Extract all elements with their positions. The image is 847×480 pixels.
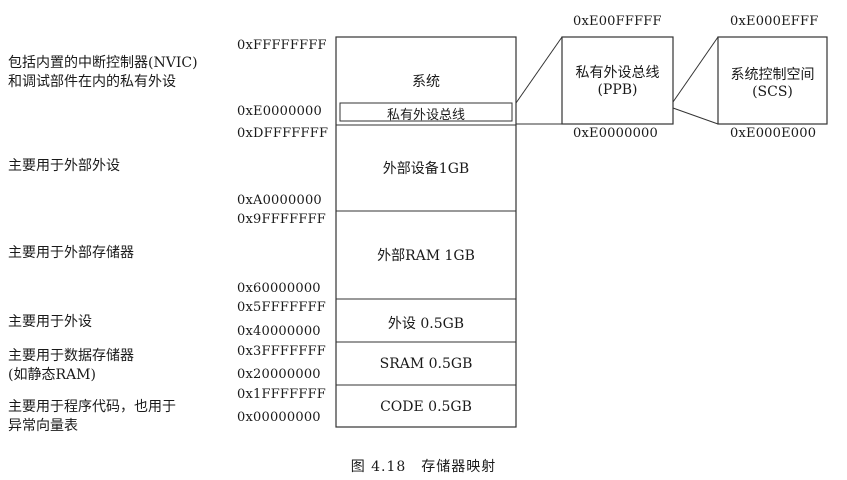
desc-code-line-2: 异常向量表	[8, 418, 78, 434]
addr-1FFFFFFF: 0x1FFFFFFF	[237, 387, 327, 402]
addr-20000000: 0x20000000	[237, 367, 321, 382]
scs-abbr: (SCS)	[752, 84, 793, 100]
addr-00000000: 0x00000000	[237, 410, 321, 425]
desc-sram: 主要用于数据存储器 (如静态RAM)	[8, 347, 134, 385]
private-bus-inner-box	[339, 102, 513, 122]
region-sram-label: SRAM 0.5GB	[379, 356, 473, 372]
desc-system-line-2: 和调试部件在内的私有外设	[8, 74, 176, 90]
desc-sram-line-1: 主要用于数据存储器	[8, 348, 134, 364]
desc-system: 包括内置的中断控制器(NVIC) 和调试部件在内的私有外设	[8, 54, 198, 92]
desc-code-line-1: 主要用于程序代码，也用于	[8, 399, 176, 415]
region-private-bus-label: 私有外设总线	[386, 108, 465, 123]
scs-expand-line-top	[672, 36, 719, 103]
figure-caption: 图 4.18 存储器映射	[350, 459, 497, 475]
ppb-top-addr: 0xE00FFFFF	[573, 14, 662, 29]
region-code-label: CODE 0.5GB	[380, 399, 472, 415]
desc-periph: 主要用于外设	[8, 314, 92, 330]
desc-sram-line-2: (如静态RAM)	[8, 367, 96, 383]
addr-DFFFFFFF: 0xDFFFFFFF	[237, 126, 329, 141]
scs-name: 系统控制空间	[730, 67, 815, 83]
memory-column-outline	[335, 36, 517, 428]
desc-code: 主要用于程序代码，也用于 异常向量表	[8, 398, 176, 436]
addr-FFFFFFFF: 0xFFFFFFFF	[237, 38, 327, 53]
desc-ext-ram: 主要用于外部存储器	[8, 245, 134, 261]
region-periph-label: 外设 0.5GB	[387, 316, 465, 332]
ppb-expand-line-top	[515, 36, 563, 104]
addr-9FFFFFFF: 0x9FFFFFFF	[237, 212, 327, 227]
ppb-box	[561, 36, 674, 125]
scs-bottom-addr: 0xE000E000	[730, 126, 817, 141]
ppb-name: 私有外设总线	[575, 65, 660, 81]
addr-A0000000: 0xA0000000	[237, 193, 322, 208]
addr-60000000: 0x60000000	[237, 281, 321, 296]
region-ext-dev-label: 外部设备1GB	[382, 161, 470, 177]
desc-ext-dev: 主要用于外部外设	[8, 158, 120, 174]
region-system-label: 系统	[412, 74, 440, 90]
scs-expand-line-bottom	[672, 107, 719, 125]
region-ext-ram-label: 外部RAM 1GB	[377, 248, 475, 264]
addr-3FFFFFFF: 0x3FFFFFFF	[237, 344, 327, 359]
ppb-abbr: (PPB)	[597, 82, 638, 98]
scs-top-addr: 0xE000EFFF	[730, 14, 819, 29]
addr-5FFFFFFF: 0x5FFFFFFF	[237, 300, 327, 315]
addr-40000000: 0x40000000	[237, 324, 321, 339]
addr-E0000000: 0xE0000000	[237, 104, 322, 119]
ppb-bottom-addr: 0xE0000000	[573, 126, 658, 141]
scs-box	[717, 36, 828, 125]
desc-system-line-1: 包括内置的中断控制器(NVIC)	[8, 55, 198, 71]
